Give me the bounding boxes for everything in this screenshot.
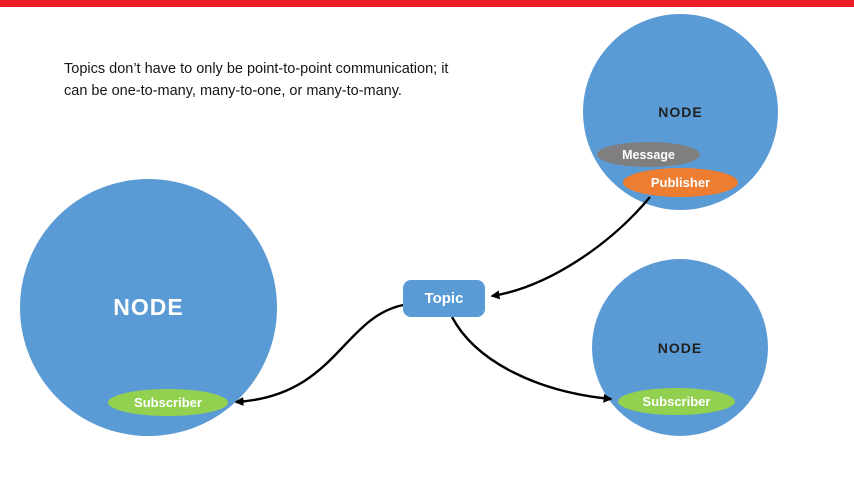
node-label-top-right: NODE xyxy=(658,104,703,120)
publisher-badge: Publisher xyxy=(623,168,738,197)
subscriber-badge-left: Subscriber xyxy=(108,389,228,416)
node-label-bottom-right: NODE xyxy=(657,339,703,356)
top-accent-bar xyxy=(0,0,854,7)
caption-text: Topics don’t have to only be point-to-po… xyxy=(64,61,449,100)
topic-box: Topic xyxy=(403,280,485,317)
node-label-left: NODE xyxy=(113,294,184,320)
topic-label: Topic xyxy=(424,290,464,307)
subscriber-badge-bottom-right: Subscriber xyxy=(618,388,735,415)
arrow-topic-to-bottom-right-subscriber xyxy=(450,316,613,403)
message-badge: Message xyxy=(597,142,700,167)
